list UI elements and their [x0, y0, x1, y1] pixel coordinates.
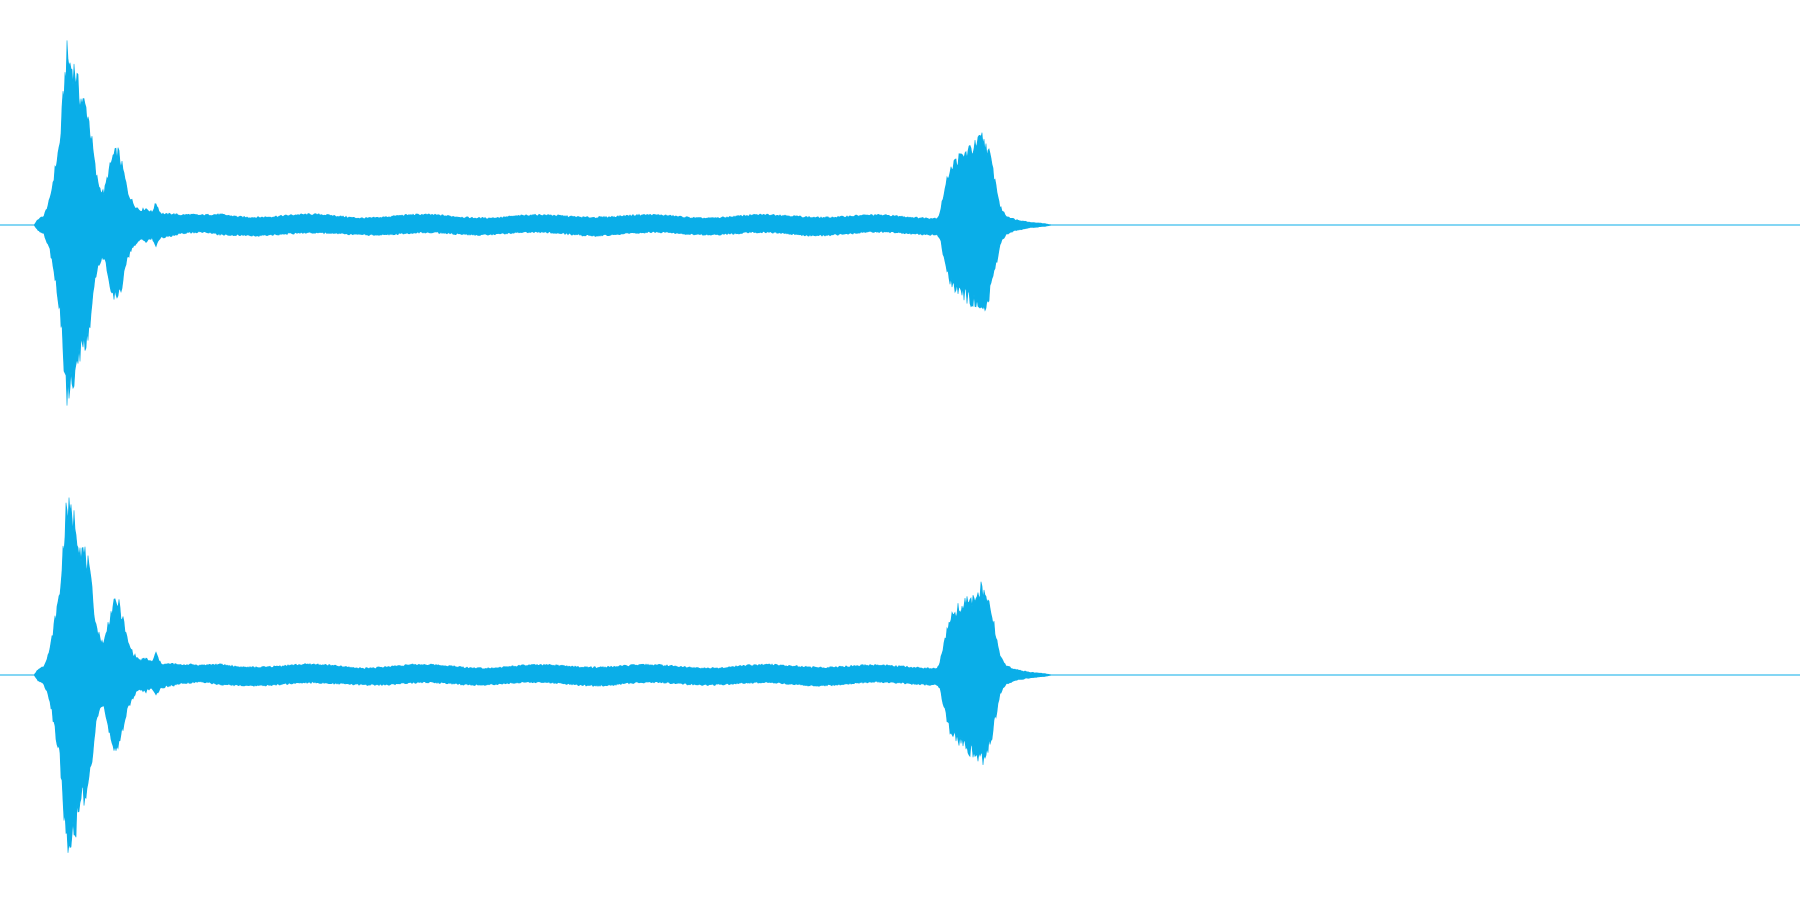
waveform-trace [0, 497, 1060, 853]
waveform-trace [0, 40, 1060, 406]
waveform-channel-2 [0, 497, 1800, 853]
waveform-channel-1 [0, 40, 1800, 406]
